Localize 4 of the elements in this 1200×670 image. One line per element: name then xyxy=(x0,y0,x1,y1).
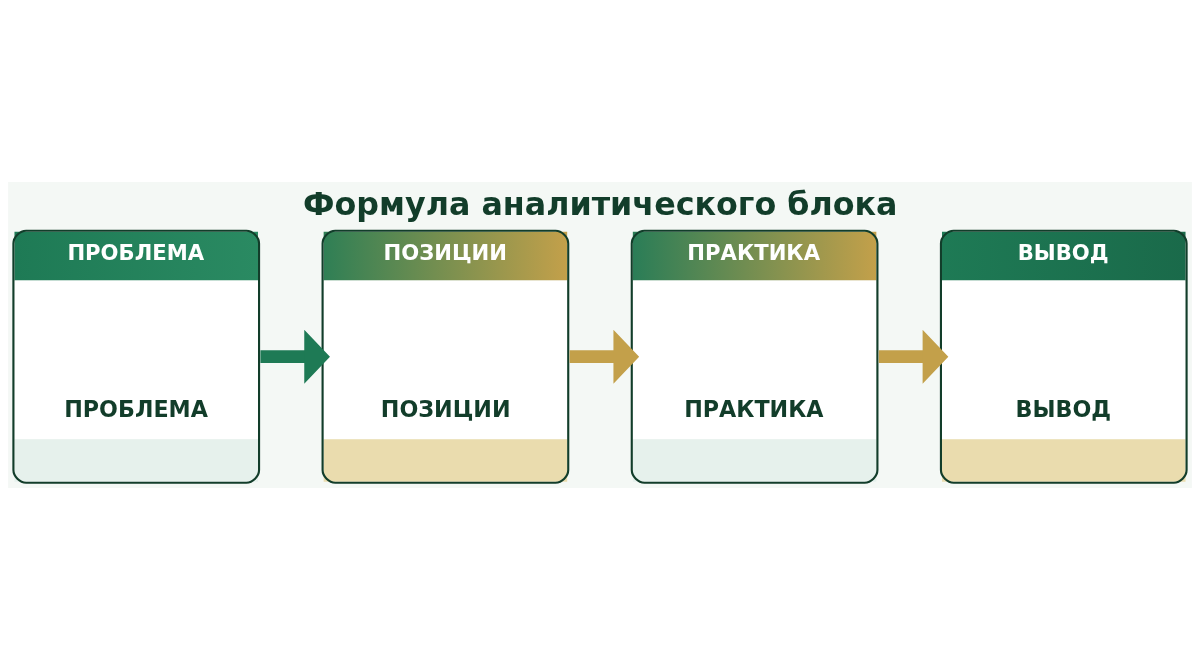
arrow xyxy=(569,329,640,384)
diagram-title: Формула аналитического блока xyxy=(303,185,898,222)
arrow xyxy=(878,329,949,384)
arrow xyxy=(260,329,330,384)
